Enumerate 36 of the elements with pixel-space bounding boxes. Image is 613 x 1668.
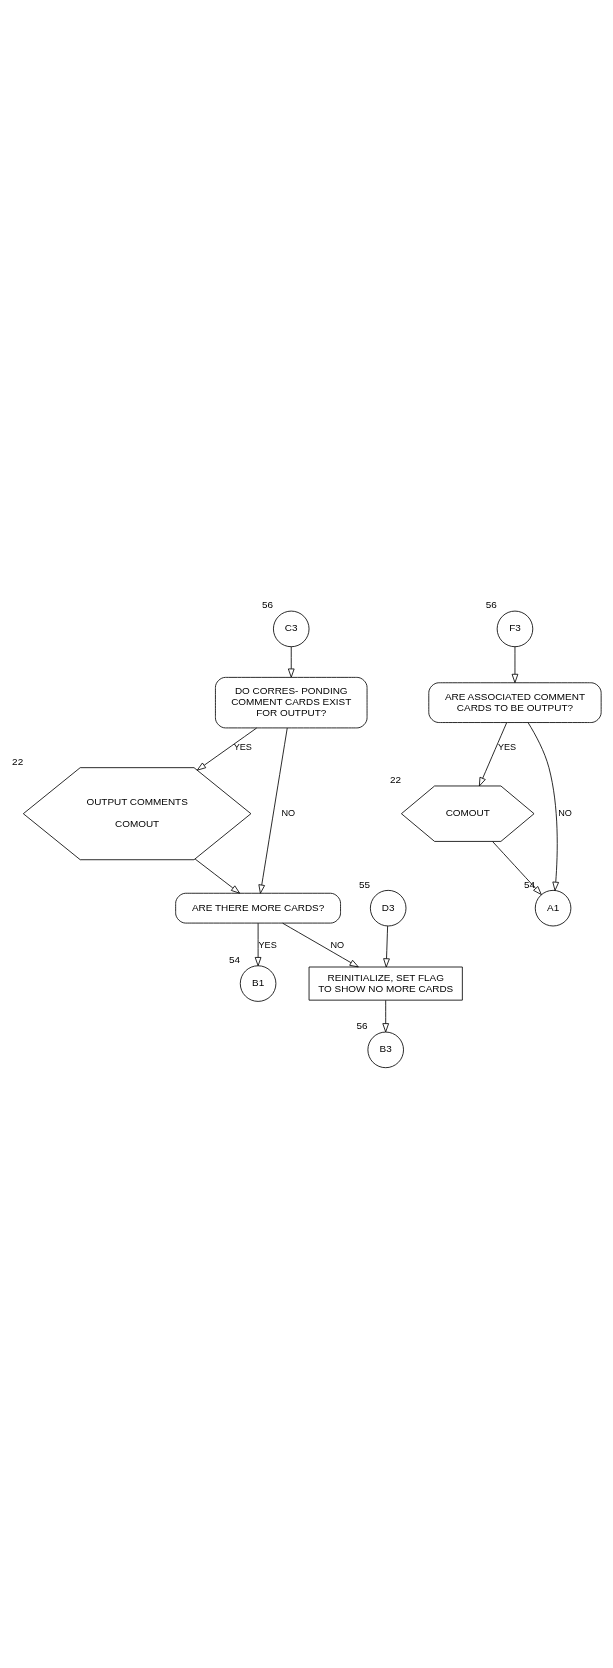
- node-circle: F3: [496, 610, 534, 648]
- arrow: [492, 841, 542, 895]
- node-circle: A1: [534, 889, 572, 927]
- node-box: ARE THERE MORE CARDS?: [175, 892, 341, 924]
- edge-label: YES: [233, 742, 252, 753]
- node-box: ARE ASSOCIATED COMMENT CARDS TO BE OUTPUT?: [428, 682, 602, 723]
- edge-label: NO: [330, 940, 345, 951]
- node-label: 55: [359, 878, 371, 890]
- edge-label: NO: [281, 808, 296, 819]
- node-box: DO CORRES- PONDING COMMENT CARDS EXIST FOR OUTPUT?: [215, 676, 368, 729]
- arrow: [258, 727, 288, 894]
- node-box: REINITIALIZE, SET FLAG TO SHOW NO MORE CARDS: [308, 966, 463, 1001]
- edge-label: YES: [258, 940, 277, 951]
- node-circle: D3: [369, 889, 407, 927]
- edge-label: YES: [497, 742, 517, 753]
- arrow: [383, 925, 390, 968]
- node-label: 56: [356, 1020, 368, 1032]
- node-label: 56: [262, 599, 274, 611]
- node-circle: B3: [367, 1031, 404, 1069]
- node-label: 56: [485, 599, 497, 611]
- node-label: 22: [12, 755, 24, 767]
- arrow: [527, 722, 559, 891]
- arrow: [196, 727, 258, 771]
- arrow: [287, 646, 295, 678]
- arrow: [254, 922, 262, 967]
- edge-label: NO: [558, 808, 572, 819]
- node-circle: B1: [239, 965, 277, 1002]
- arrow: [282, 922, 359, 968]
- arrow: [478, 722, 508, 787]
- node-label: 54: [228, 953, 241, 965]
- node-label: 22: [390, 774, 402, 786]
- node-label: 54: [523, 878, 535, 890]
- node-circle: C3: [273, 610, 310, 648]
- arrow: [511, 646, 519, 683]
- arrow: [194, 858, 241, 894]
- arrow: [382, 999, 389, 1033]
